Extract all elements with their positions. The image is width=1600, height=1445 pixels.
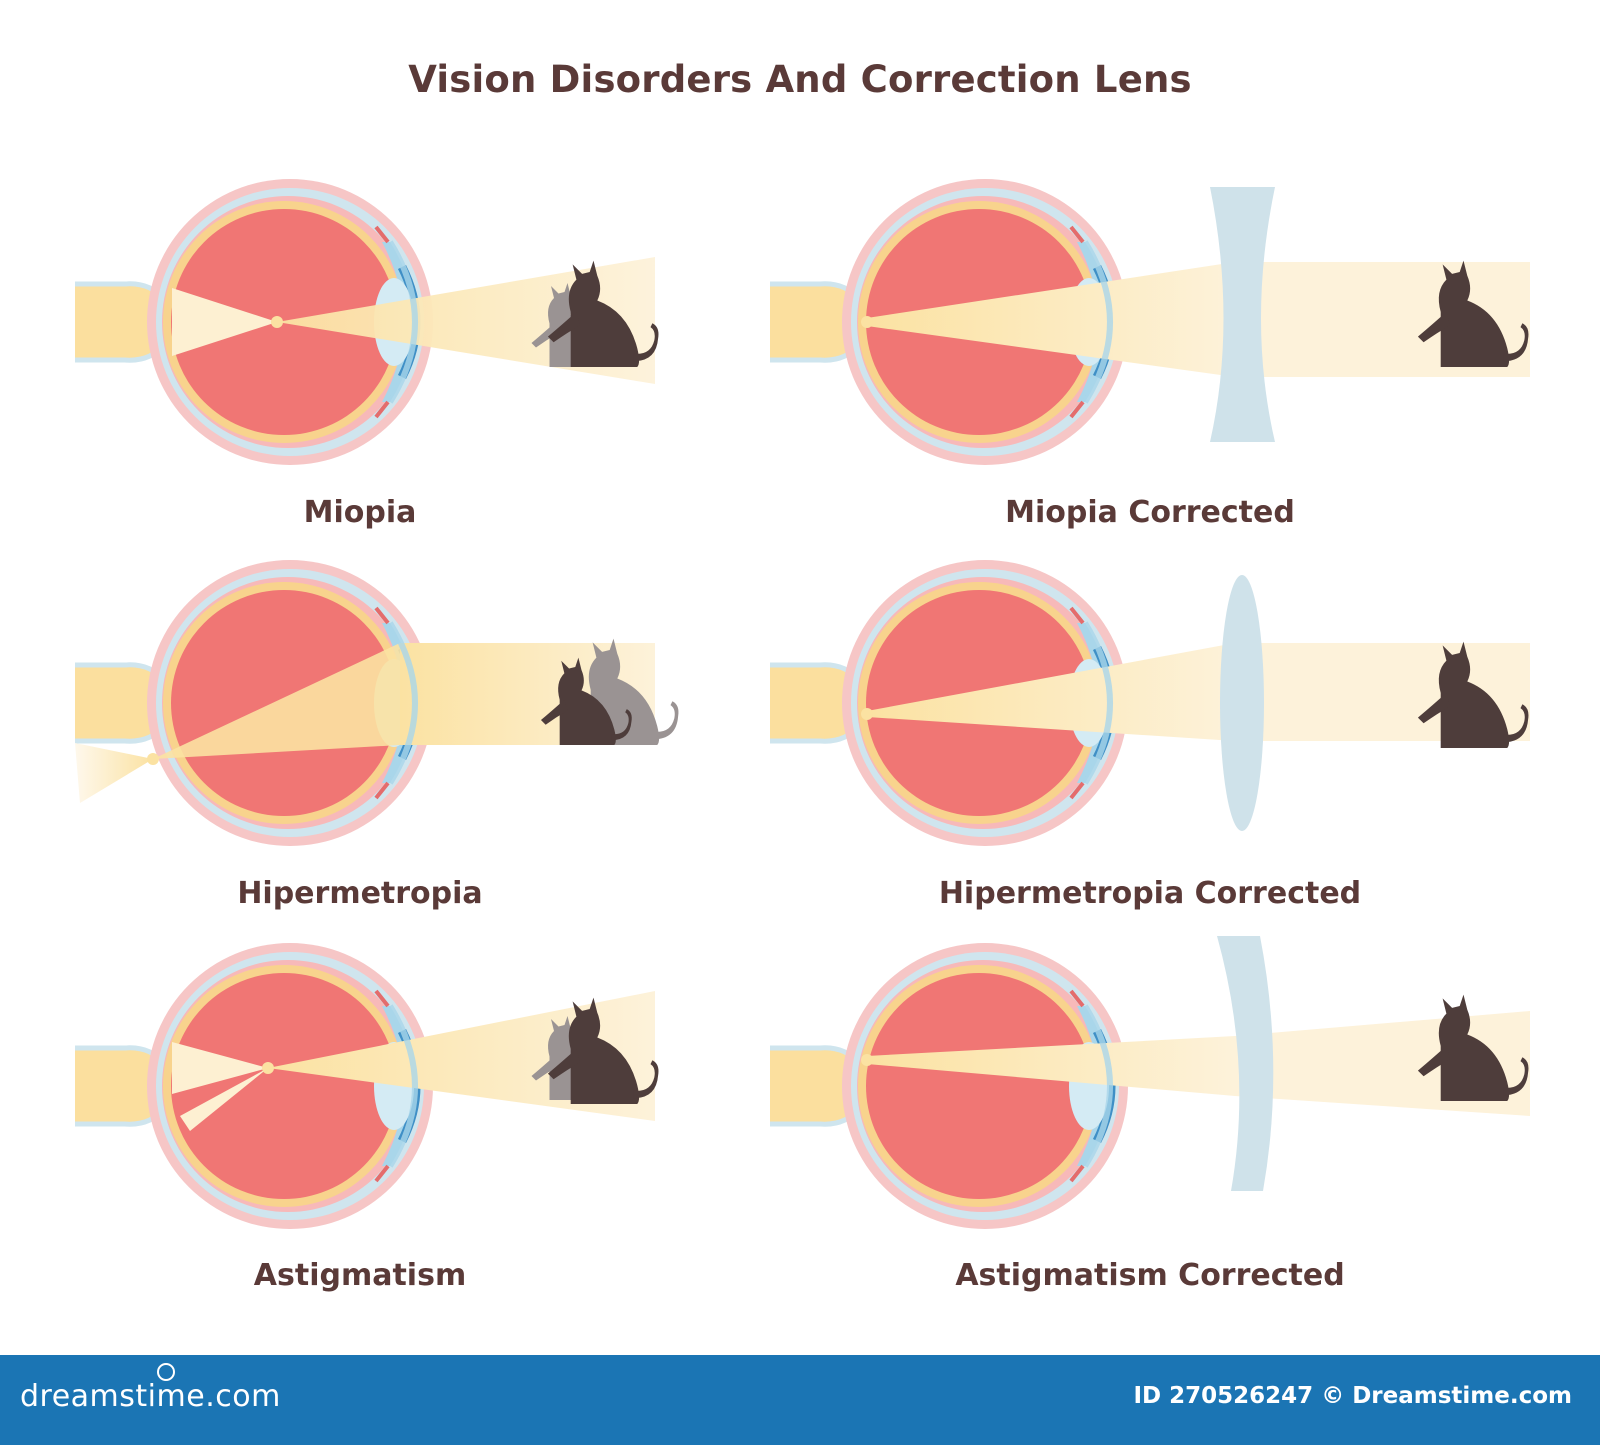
stock-id: ID 270526247 © Dreamstime.com [1133, 1383, 1573, 1409]
panel-2 [770, 179, 1530, 465]
caption-4: Hipermetropia Corrected [938, 876, 1362, 911]
caption-6: Astigmatism Corrected [955, 1258, 1345, 1293]
page-title: Vision Disorders And Correction Lens [408, 58, 1192, 101]
brand-circle-icon [157, 1363, 175, 1381]
caption-3: Hipermetropia [237, 876, 483, 911]
caption-5: Astigmatism [253, 1258, 467, 1293]
convex-lens [1220, 575, 1264, 831]
panel-5 [75, 943, 659, 1229]
meniscus-lens [1217, 936, 1274, 1191]
panel-3 [75, 560, 679, 846]
concave-lens [1210, 187, 1275, 442]
panel-6 [770, 936, 1530, 1229]
caption-1: Miopia [303, 495, 417, 530]
vision-diagram [0, 0, 1530, 1355]
panel-4 [770, 560, 1530, 846]
brand-logo[interactable]: dreamstime.com [20, 1379, 281, 1414]
eye-6 [770, 943, 1128, 1229]
panel-1 [75, 179, 659, 465]
footer-bar: dreamstime.com ID 270526247 © Dreamstime… [0, 1355, 1600, 1445]
eye-5 [75, 943, 433, 1229]
caption-2: Miopia Corrected [1005, 495, 1295, 530]
